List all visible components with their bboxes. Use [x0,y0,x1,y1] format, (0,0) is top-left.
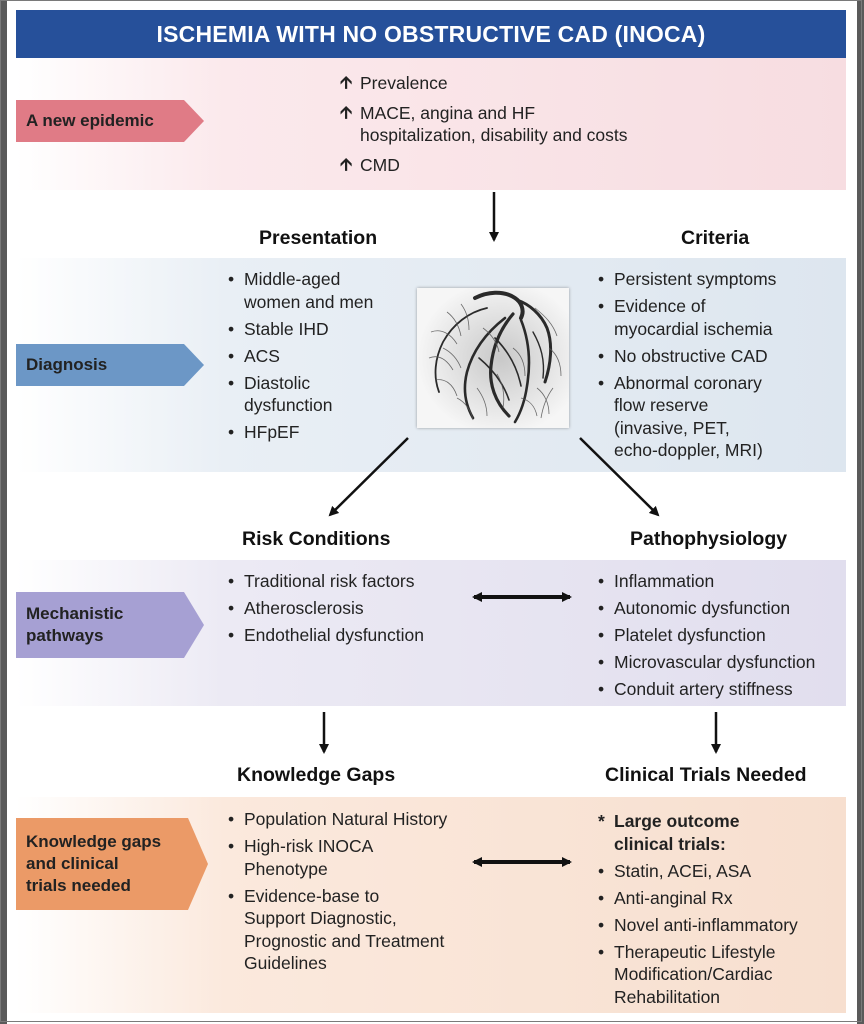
list-item: ACS [228,345,408,368]
gaps-tag-line: and clinical [26,854,119,873]
mechanistic-tag-line: pathways [26,626,104,645]
list-item-starred: Large outcome clinical trials: [598,810,838,855]
list-item: Microvascular dysfunction [598,651,842,674]
list-item: No obstructive CAD [598,345,838,368]
list-item: Middle-aged women and men [228,268,408,313]
clinical-trials-list: Large outcome clinical trials: Statin, A… [598,810,838,1013]
diagonal-arrow-icon [579,437,660,517]
list-item: Stable IHD [228,318,408,341]
criteria-list: Persistent symptoms Evidence of myocardi… [598,268,838,466]
risk-conditions-list: Traditional risk factors Atherosclerosis… [228,570,468,651]
list-item: Evidence-base to Support Diagnostic, Pro… [228,885,478,975]
diagram-title: ISCHEMIA WITH NO OBSTRUCTIVE CAD (INOCA) [16,10,846,58]
list-item: Diastolic dysfunction [228,372,408,417]
diagonal-arrow-icon [328,437,409,517]
list-item: Endothelial dysfunction [228,624,468,647]
left-border [0,0,7,1024]
pathophysiology-list: Inflammation Autonomic dysfunction Plate… [598,570,842,705]
risk-conditions-heading: Risk Conditions [242,528,391,550]
list-item: Inflammation [598,570,842,593]
mechanistic-tag: Mechanistic pathways [16,592,204,658]
list-item: Therapeutic Lifestyle Modification/Cardi… [598,941,838,1009]
list-item: Conduit artery stiffness [598,678,842,701]
knowledge-gaps-heading: Knowledge Gaps [237,764,396,786]
gaps-tag: Knowledge gaps and clinical trials neede… [16,818,208,910]
epidemic-item: 🡩 Prevalence [340,73,448,93]
coronary-angiogram-image [417,288,569,428]
gaps-tag-line: trials needed [26,876,131,895]
list-item: Traditional risk factors [228,570,468,593]
list-item: Autonomic dysfunction [598,597,842,620]
right-border [857,0,864,1024]
epidemic-item: 🡩 MACE, angina and HF hospitalization, d… [340,103,628,145]
criteria-heading: Criteria [681,227,750,249]
presentation-heading: Presentation [259,227,378,249]
list-item: Population Natural History [228,808,478,831]
list-item: Persistent symptoms [598,268,838,291]
list-item: Statin, ACEi, ASA [598,860,838,883]
list-item: Evidence of myocardial ischemia [598,295,838,340]
pathophysiology-heading: Pathophysiology [630,528,788,550]
knowledge-gaps-list: Population Natural History High-risk INO… [228,808,478,979]
list-item: Anti-anginal Rx [598,887,838,910]
diagnosis-tag: Diagnosis [16,344,204,386]
list-item: Platelet dysfunction [598,624,842,647]
list-item: HFpEF [228,421,408,444]
list-item: Abnormal coronary flow reserve (invasive… [598,372,838,462]
mechanistic-tag-line: Mechanistic [26,604,124,623]
clinical-trials-heading: Clinical Trials Needed [605,764,807,786]
list-item: High-risk INOCA Phenotype [228,835,478,880]
epidemic-tag-label: A new epidemic [26,111,154,130]
epidemic-item: 🡩 CMD [340,155,400,175]
diagnosis-tag-label: Diagnosis [26,355,108,374]
epidemic-list: 🡩 Prevalence 🡩 MACE, angina and HF hospi… [340,72,740,184]
list-item: Novel anti-inflammatory [598,914,838,937]
presentation-list: Middle-aged women and men Stable IHD ACS… [228,268,408,448]
up-arrow-icon: 🡩 [340,155,353,174]
list-item: Atherosclerosis [228,597,468,620]
gaps-tag-line: Knowledge gaps [26,832,162,851]
epidemic-tag: A new epidemic [16,100,204,142]
up-arrow-icon: 🡩 [340,73,353,92]
up-arrow-icon: 🡩 [340,103,353,122]
